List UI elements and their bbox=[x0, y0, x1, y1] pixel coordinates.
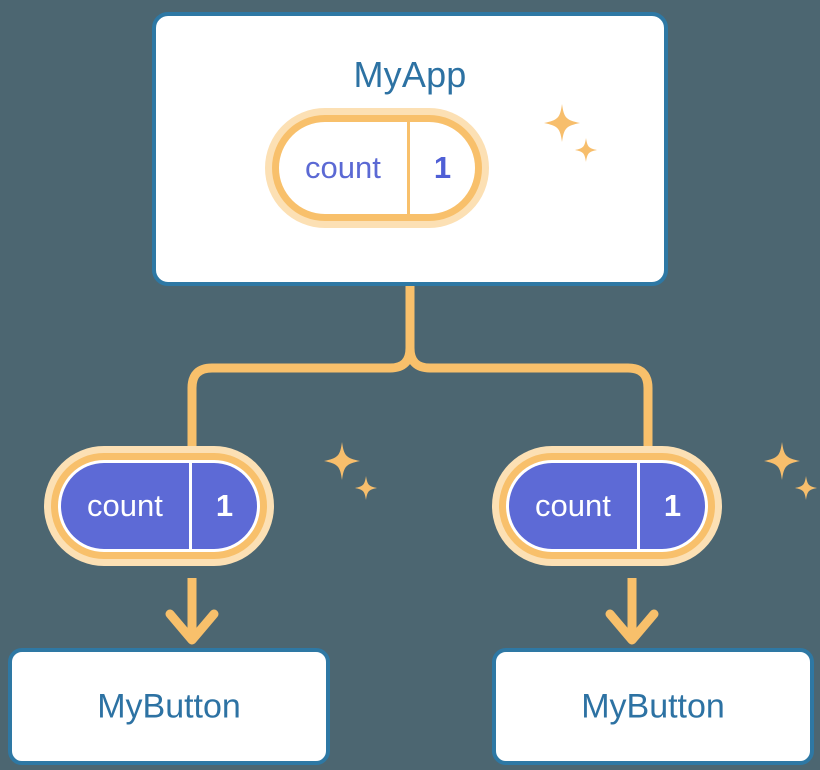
sparkle-small-icon bbox=[355, 476, 377, 500]
page-title: MyApp bbox=[353, 54, 467, 95]
component-card-mybutton-right[interactable]: MyButton bbox=[492, 648, 814, 765]
pill-body: count 1 bbox=[58, 460, 261, 552]
pill-ring: count 1 bbox=[51, 453, 268, 559]
component-title-label: MyButton bbox=[97, 687, 241, 725]
state-key-label: count bbox=[509, 463, 637, 549]
pill-outer-glow: count 1 bbox=[492, 446, 723, 566]
component-title-label: MyButton bbox=[581, 687, 725, 725]
sparkle-small-icon bbox=[795, 476, 817, 500]
state-value-label: 1 bbox=[636, 463, 706, 549]
state-value-label: 1 bbox=[188, 463, 258, 549]
sparkle-large-icon bbox=[764, 442, 800, 480]
component-card-mybutton-left[interactable]: MyButton bbox=[8, 648, 330, 765]
branch-connector bbox=[187, 281, 653, 457]
state-updated-sparkle-right bbox=[764, 442, 817, 500]
pill-body: count 1 bbox=[506, 460, 709, 552]
pill-ring: count 1 bbox=[499, 453, 716, 559]
pill-body: count 1 bbox=[279, 122, 476, 214]
state-pill-myapp[interactable]: count 1 bbox=[265, 108, 490, 228]
state-value-label: 1 bbox=[406, 122, 475, 214]
pill-outer-glow: count 1 bbox=[44, 446, 275, 566]
state-pill-child-right[interactable]: count 1 bbox=[492, 446, 723, 566]
state-key-label: count bbox=[305, 150, 381, 185]
state-pill-child-left[interactable]: count 1 bbox=[44, 446, 275, 566]
state-key-label: count bbox=[61, 463, 189, 549]
state-updated-sparkle-left bbox=[324, 442, 377, 500]
sparkle-large-icon bbox=[324, 442, 360, 480]
pill-outer-glow: count 1 bbox=[265, 108, 490, 228]
arrow-head-right-icon bbox=[605, 609, 659, 645]
arrow-head-left-icon bbox=[165, 609, 219, 645]
pill-ring: count 1 bbox=[272, 115, 483, 221]
